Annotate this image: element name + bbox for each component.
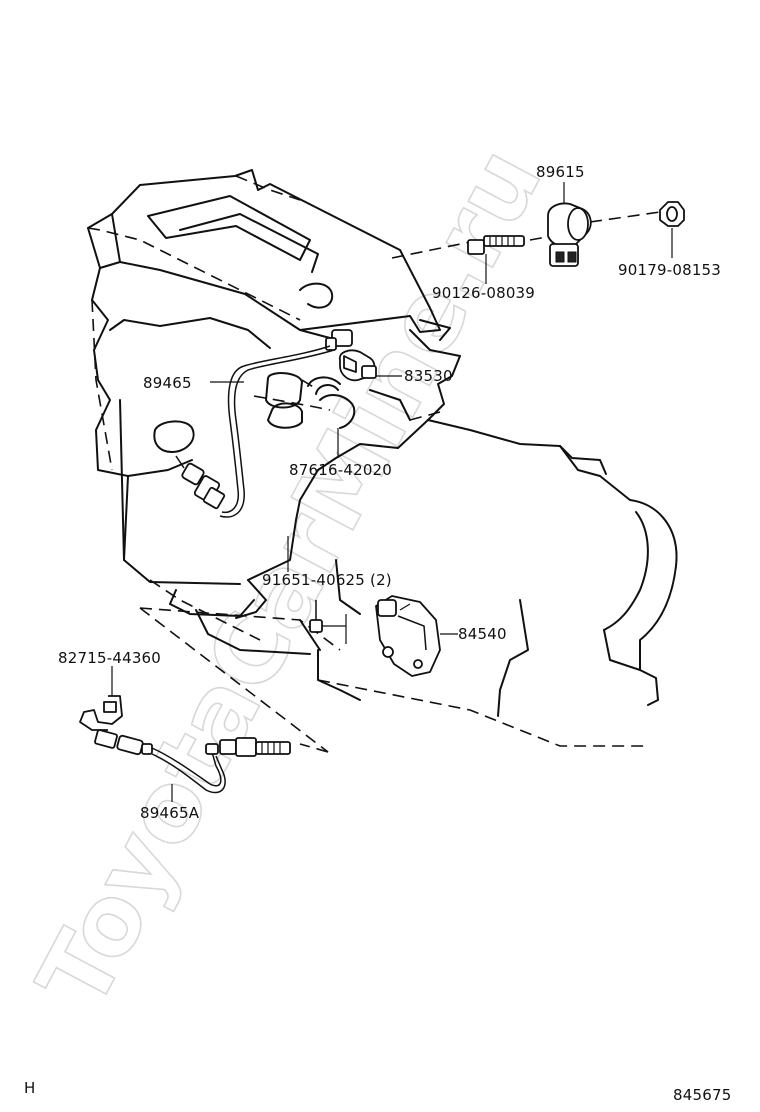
label-clamp[interactable]: 87616-42020 [289, 461, 392, 479]
oxygen-sensor[interactable] [175, 345, 335, 518]
knock-sensor-nut[interactable] [659, 201, 685, 227]
sensor-connector [325, 329, 353, 351]
label-stud-bolt[interactable]: 90126-08039 [432, 284, 535, 302]
clamp[interactable] [307, 376, 356, 429]
bracket[interactable] [79, 695, 123, 731]
leader-lines [111, 182, 673, 802]
diagram-code: 845675 [673, 1086, 731, 1104]
bolt[interactable] [309, 600, 347, 644]
label-knock-sensor[interactable]: 89615 [536, 163, 585, 181]
part-labels: 89615 90179-08153 90126-08039 89465 8353… [58, 163, 721, 822]
label-bolt[interactable]: 91651-40625 (2) [262, 571, 392, 589]
label-oxygen-sensor[interactable]: 89465 [143, 374, 192, 392]
label-oxygen-sensor-rear[interactable]: 89465A [140, 804, 200, 822]
footer-left-mark: H [24, 1079, 35, 1097]
engine-block [87, 169, 461, 655]
knock-sensor[interactable] [547, 202, 592, 267]
stud-bolt[interactable] [467, 235, 525, 255]
oil-pressure-switch[interactable] [338, 349, 377, 382]
oxygen-sensor-rear[interactable] [94, 729, 291, 794]
transmission [299, 419, 678, 717]
label-knock-sensor-nut[interactable]: 90179-08153 [618, 261, 721, 279]
label-neutral-start-switch[interactable]: 84540 [458, 625, 507, 643]
label-bracket[interactable]: 82715-44360 [58, 649, 161, 667]
hidden-lines [87, 175, 661, 753]
label-oil-pressure-switch[interactable]: 83530 [404, 367, 453, 385]
neutral-start-switch[interactable] [375, 595, 441, 677]
